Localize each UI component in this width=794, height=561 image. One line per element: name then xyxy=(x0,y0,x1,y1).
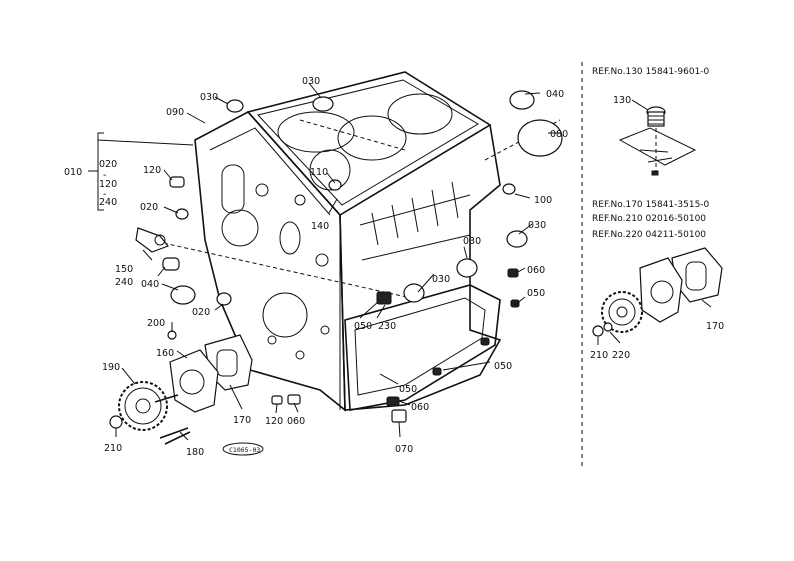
callout-240-a: 240 xyxy=(99,197,117,208)
callout-030-top2: 030 xyxy=(302,76,320,87)
callout-030-r: 030 xyxy=(528,220,546,231)
callout-110: 110 xyxy=(310,167,328,178)
drawing-code-oval xyxy=(222,442,264,456)
plugs-and-bushings xyxy=(135,90,563,423)
inset-callout-130: 130 xyxy=(613,95,631,106)
callout-120-b: 120 xyxy=(143,165,161,176)
callout-150: 150 xyxy=(115,264,133,275)
callout-050-b: 050 xyxy=(399,384,417,395)
callout-070: 070 xyxy=(395,444,413,455)
callout-labels: 030 030 090 040 080 010 020 - 120 - 240 … xyxy=(64,76,568,458)
ref-220: REF.No.220 04211-50100 xyxy=(592,230,706,240)
inset-oil-pump: 170 210 220 xyxy=(590,247,724,361)
reference-panel: REF.No.130 15841-9601-0 REF.No.170 15841… xyxy=(581,62,724,470)
callout-170: 170 xyxy=(233,415,251,426)
callout-010: 010 xyxy=(64,167,82,178)
callout-230: 230 xyxy=(378,321,396,332)
inset-callout-170: 170 xyxy=(706,321,724,332)
callout-080: 080 xyxy=(550,129,568,140)
callout-dash2: - xyxy=(103,189,106,200)
callout-040-top: 040 xyxy=(546,89,564,100)
callout-dash: - xyxy=(103,170,106,181)
oil-pump-assembly xyxy=(109,334,253,445)
leader-lines xyxy=(88,82,560,441)
ref-130: REF.No.130 15841-9601-0 xyxy=(592,67,710,77)
inset-callout-210: 210 xyxy=(590,350,608,361)
callout-050-r: 050 xyxy=(527,288,545,299)
callout-090: 090 xyxy=(166,107,184,118)
callout-020-b: 020 xyxy=(140,202,158,213)
crankcase-block xyxy=(149,71,561,412)
callout-050-m: 050 xyxy=(354,321,372,332)
callout-060-c: 060 xyxy=(411,402,429,413)
inset-plug-130: 130 xyxy=(613,95,697,176)
callout-060-b: 060 xyxy=(287,416,305,427)
callout-160: 160 xyxy=(156,348,174,359)
ref-210: REF.No.210 02016-50100 xyxy=(592,214,706,224)
drawing-code: C1065-03 xyxy=(229,446,260,454)
callout-030-l: 030 xyxy=(432,274,450,285)
callout-020-a: 020 xyxy=(99,159,117,170)
callout-190: 190 xyxy=(102,362,120,373)
callout-100: 100 xyxy=(534,195,552,206)
callout-120-c: 120 xyxy=(265,416,283,427)
callout-140: 140 xyxy=(311,221,329,232)
callout-060-r: 060 xyxy=(527,265,545,276)
callout-180: 180 xyxy=(186,447,204,458)
callout-020-c: 020 xyxy=(192,307,210,318)
callout-030-top: 030 xyxy=(200,92,218,103)
callout-120-a: 120 xyxy=(99,179,117,190)
ref-170: REF.No.170 15841-3515-0 xyxy=(592,200,710,210)
inset-callout-220: 220 xyxy=(612,350,630,361)
callout-040-l: 040 xyxy=(141,279,159,290)
callout-050-rb: 050 xyxy=(494,361,512,372)
callout-200: 200 xyxy=(147,318,165,329)
callout-030-m: 030 xyxy=(463,236,481,247)
callout-210: 210 xyxy=(104,443,122,454)
callout-240-b: 240 xyxy=(115,277,133,288)
